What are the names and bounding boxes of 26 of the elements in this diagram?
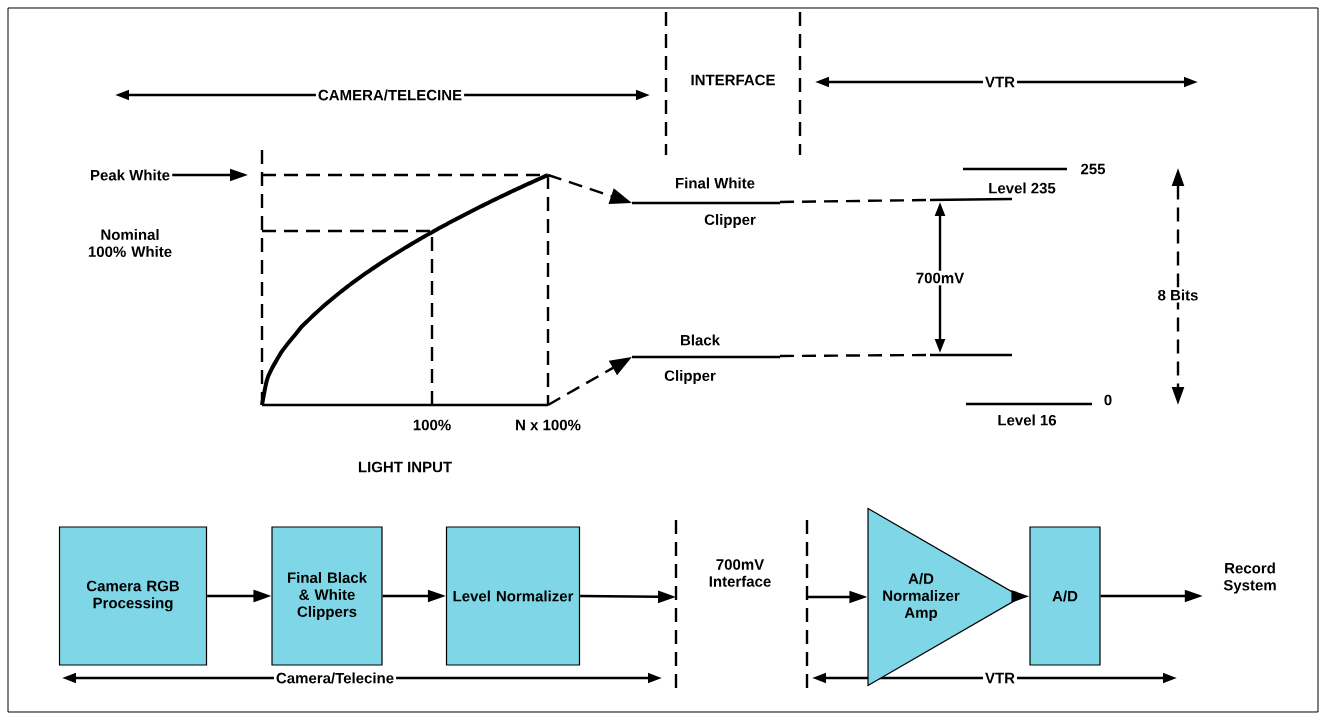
process-box: Camera RGB Processing	[58, 526, 208, 666]
clipper-label: Clipper	[664, 370, 716, 384]
span-label: VTR	[983, 670, 1017, 686]
section-label: INTERFACE	[691, 74, 775, 86]
level-label: Nominal 100% White	[88, 229, 172, 257]
interface-label: 700mV Interface	[709, 559, 771, 587]
process-box: Level Normalizer	[445, 526, 581, 666]
span-label: Camera/Telecine	[273, 670, 397, 686]
level-label: Level 235	[989, 182, 1056, 194]
process-box: A/D	[1029, 526, 1101, 666]
clipper-label: Clipper	[704, 214, 756, 228]
axis-tick-label: 100%	[413, 419, 451, 431]
level-label: Level 16	[998, 414, 1057, 426]
clipper-label: Final White	[676, 177, 755, 189]
axis-title: LIGHT INPUT	[358, 461, 452, 473]
axis-tick-label: N x 100%	[516, 419, 581, 431]
process-box: Final Black & White Clippers	[271, 526, 383, 666]
span-label: CAMERA/TELECINE	[315, 87, 465, 103]
input-label: Peak White	[91, 169, 170, 181]
span-label: VTR	[983, 74, 1017, 90]
dimension-label: 700mV	[913, 270, 967, 286]
level-value: 0	[1104, 394, 1112, 406]
clipper-label: Black	[681, 334, 721, 346]
level-value: 255	[1081, 163, 1106, 175]
dimension-label: 8 Bits	[1155, 287, 1201, 303]
output-label: Record System	[1223, 562, 1276, 594]
